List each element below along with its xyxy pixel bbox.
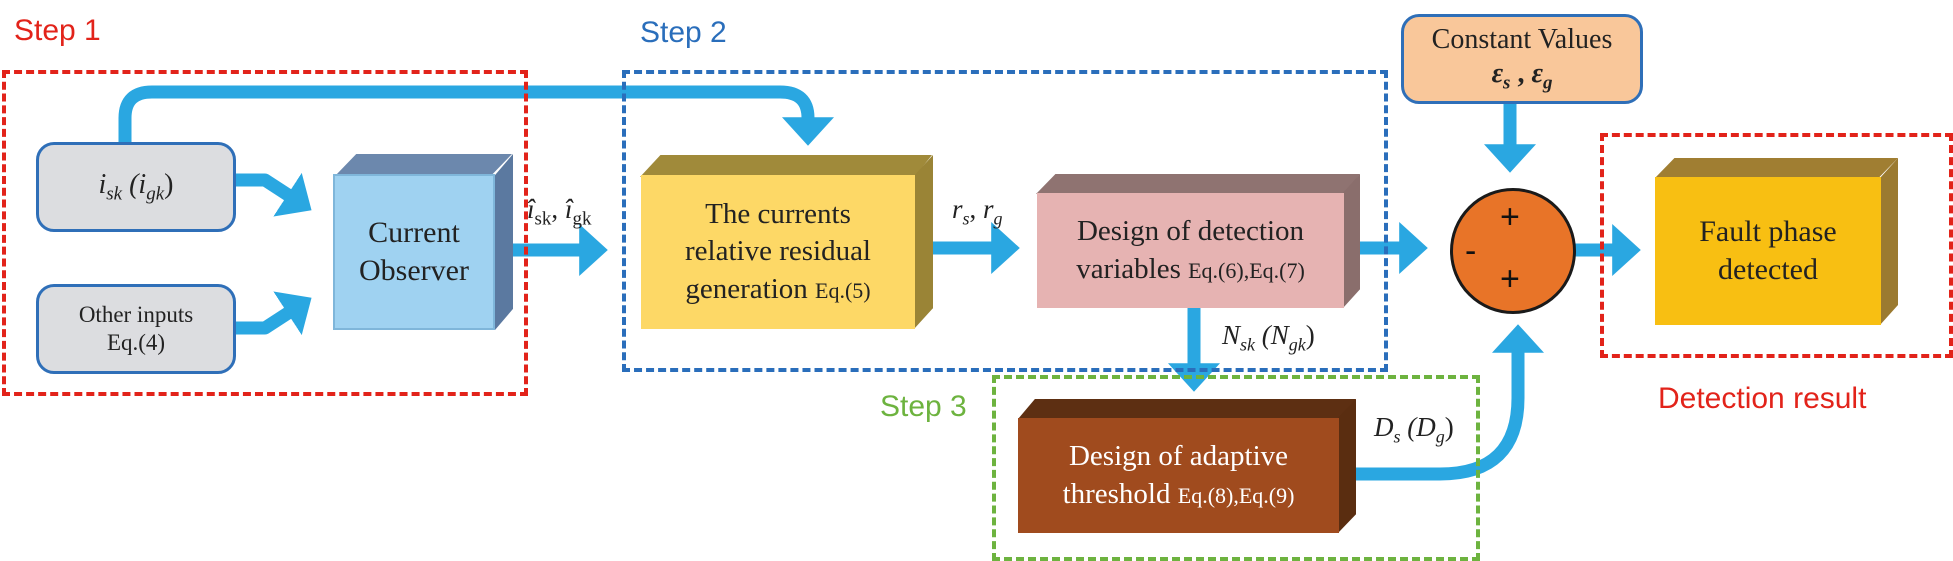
signal-n-label: Nsk (Ngk): [1222, 320, 1315, 355]
ihat-s-subscript: sk: [534, 208, 552, 230]
result-region: [1600, 133, 1953, 358]
signal-ihat-label: îsk, îgk: [527, 194, 591, 230]
input-isk-label: isk (igk): [99, 168, 174, 206]
detection-result-label: Detection result: [1658, 382, 1867, 415]
ihat-g-symbol: î: [564, 194, 573, 224]
ihat-comma: ,: [551, 194, 559, 224]
detection-block-side: [1343, 174, 1360, 308]
step3-label: Step 3: [880, 390, 967, 423]
n-close: ): [1305, 320, 1315, 350]
observer-block-top: [335, 154, 512, 176]
r-g-symbol: r: [983, 194, 994, 224]
signal-d-label: Ds (Dg): [1374, 412, 1454, 447]
detection-line2: variables Eq.(6),Eq.(7): [1076, 251, 1305, 288]
igk-subscript: gk: [146, 183, 165, 205]
epsilon-s-symbol: ε: [1491, 57, 1504, 89]
observer-line2: Observer: [359, 254, 469, 287]
isk-symbol: i: [98, 168, 107, 200]
ihat-g-subscript: gk: [572, 208, 592, 230]
constant-values-box: Constant Values εs , εg: [1401, 14, 1643, 104]
r-s-subscript: s: [962, 208, 970, 229]
residual-generation-block: The currents relative residual generatio…: [641, 175, 915, 329]
observer-block-side: [495, 154, 513, 330]
ihat-s-symbol: î: [527, 194, 535, 224]
igk-close: ): [164, 168, 174, 200]
d-g-subscript: g: [1435, 426, 1445, 447]
threshold-line2: threshold Eq.(8),Eq.(9): [1063, 476, 1295, 513]
epsilon-separator: ,: [1517, 57, 1525, 89]
d-g-symbol: (D: [1407, 412, 1436, 442]
epsilon-g-symbol: ε: [1531, 57, 1543, 89]
other-inputs-line2: Eq.(4): [106, 330, 166, 355]
residual-line1: The currents: [705, 198, 851, 231]
n-s-subscript: sk: [1240, 334, 1256, 355]
step2-region: [622, 70, 1388, 372]
detection-line2-text: variables: [1076, 252, 1181, 285]
n-g-subscript: gk: [1288, 334, 1306, 355]
residual-line2: relative residual: [685, 235, 871, 268]
other-inputs-line1: Other inputs: [78, 302, 194, 328]
igk-symbol: (i: [129, 168, 147, 200]
fault-line2: detected: [1718, 253, 1818, 286]
signal-r-label: rs, rg: [952, 194, 1003, 229]
residual-line3-text: generation: [685, 272, 808, 305]
observer-line1: Current: [368, 215, 460, 249]
epsilon-s-subscript: s: [1503, 72, 1511, 94]
d-close: ): [1444, 412, 1454, 442]
threshold-eq: Eq.(8),Eq.(9): [1177, 482, 1295, 508]
epsilon-g-subscript: g: [1542, 72, 1553, 94]
fault-phase-block: Fault phase detected: [1655, 177, 1881, 325]
summing-plus-bottom: +: [1500, 260, 1520, 298]
r-s-symbol: r: [952, 194, 963, 224]
fault-line1: Fault phase: [1699, 214, 1837, 248]
step1-region: [2, 70, 528, 396]
fault-block-top: [1655, 158, 1898, 178]
detection-line1: Design of detection: [1076, 215, 1305, 248]
threshold-block-top: [1018, 399, 1356, 419]
arrow-other-to-observer: [232, 291, 312, 336]
r-separator: ,: [969, 194, 977, 224]
constant-values-title: Constant Values: [1431, 24, 1613, 55]
step2-label: Step 2: [640, 16, 727, 49]
r-g-subscript: g: [993, 208, 1003, 229]
n-g-symbol: (N: [1261, 320, 1289, 350]
constant-values-symbols: εs , εg: [1492, 57, 1553, 95]
fault-block-side: [1880, 158, 1898, 325]
n-s-symbol: N: [1222, 320, 1241, 350]
summing-minus-left: -: [1465, 232, 1477, 270]
other-inputs-box: Other inputs Eq.(4): [36, 284, 236, 374]
detection-eq: Eq.(6),Eq.(7): [1188, 257, 1305, 283]
adaptive-threshold-block: Design of adaptive threshold Eq.(8),Eq.(…: [1018, 418, 1339, 533]
d-s-subscript: s: [1393, 426, 1401, 447]
detection-block-top: [1036, 174, 1360, 194]
step1-label: Step 1: [14, 14, 101, 47]
summing-junction: [1450, 188, 1576, 314]
input-isk-box: isk (igk): [36, 142, 236, 232]
arrow-isk-bypass-to-residual: [118, 85, 834, 146]
threshold-line2-text: threshold: [1062, 477, 1171, 510]
residual-block-top: [640, 155, 932, 177]
residual-line3: generation Eq.(5): [685, 271, 870, 308]
arrow-threshold-to-sum: [1352, 324, 1544, 481]
arrow-isk-to-observer: [232, 172, 312, 217]
residual-block-side: [914, 155, 933, 329]
summing-plus-top: +: [1500, 198, 1520, 236]
threshold-block-side: [1338, 399, 1356, 533]
d-s-symbol: D: [1374, 412, 1394, 442]
residual-eq: Eq.(5): [815, 277, 871, 303]
isk-subscript: sk: [106, 183, 123, 205]
detection-variables-block: Design of detection variables Eq.(6),Eq.…: [1037, 193, 1344, 308]
threshold-line1: Design of adaptive: [1068, 440, 1289, 473]
current-observer-block: Current Observer: [333, 174, 495, 330]
